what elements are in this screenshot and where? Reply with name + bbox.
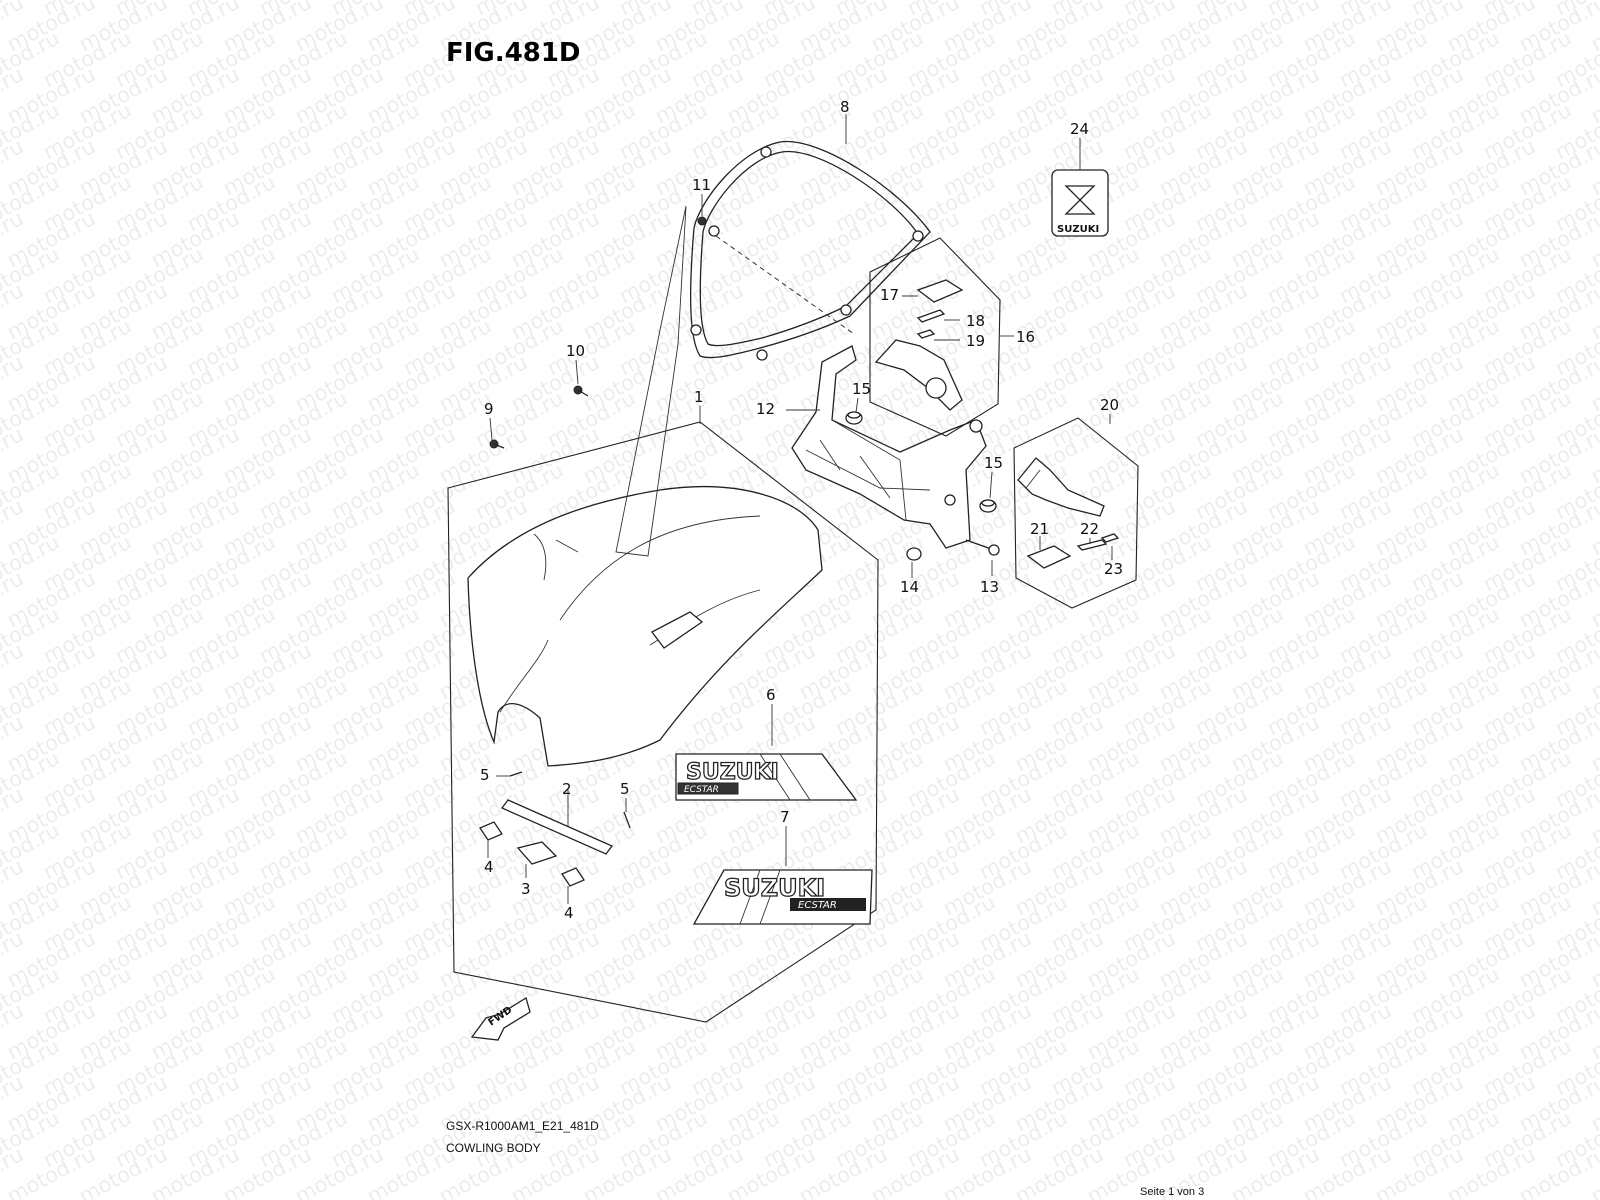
callout-21: 21: [1030, 520, 1049, 538]
callout-13: 13: [980, 578, 999, 596]
callout-5a: 5: [480, 766, 490, 784]
callout-10: 10: [566, 342, 585, 360]
callout-14: 14: [900, 578, 919, 596]
emblem-7-sub: ECSTAR: [798, 900, 837, 911]
callout-16: 16: [1016, 328, 1035, 346]
emblem-6-sub: ECSTAR: [684, 785, 719, 795]
callout-23: 23: [1104, 560, 1123, 578]
page-indicator: Seite 1 von 3: [1140, 1186, 1204, 1198]
callout-6: 6: [766, 686, 776, 704]
nut-part-14: [906, 547, 922, 561]
emblem-part-7: SUZUKI ECSTAR: [692, 869, 873, 925]
callout-18: 18: [966, 312, 985, 330]
callout-11: 11: [692, 176, 711, 194]
callout-12: 12: [756, 400, 775, 418]
callout-22: 22: [1080, 520, 1099, 538]
callout-24: 24: [1070, 120, 1089, 138]
emblem-6-brand: SUZUKI: [686, 760, 779, 785]
callout-17: 17: [880, 286, 899, 304]
callout-20: 20: [1100, 396, 1119, 414]
callout-9: 9: [484, 400, 494, 418]
emblem-7-brand: SUZUKI: [724, 874, 825, 902]
screw-part-11: [697, 216, 707, 226]
callout-7: 7: [780, 808, 790, 826]
callout-5b: 5: [620, 780, 630, 798]
grommet-part-15a: [845, 411, 863, 425]
callout-3: 3: [521, 880, 531, 898]
callout-4a: 4: [484, 858, 494, 876]
callout-1: 1: [694, 388, 704, 406]
figure-title: FIG.481D: [446, 38, 581, 68]
callout-15b: 15: [984, 454, 1003, 472]
model-code: GSX-R1000AM1_E21_481D: [446, 1119, 599, 1133]
callout-8: 8: [840, 98, 850, 116]
emblem-24-brand: SUZUKI: [1057, 224, 1099, 235]
callout-19: 19: [966, 332, 985, 350]
callout-2: 2: [562, 780, 572, 798]
stay-bracket-part: [791, 345, 987, 549]
section-name: COWLING BODY: [446, 1141, 541, 1155]
callout-4b: 4: [564, 904, 574, 922]
grommet-part-15b: [979, 499, 997, 513]
emblem-part-24: SUZUKI: [1051, 169, 1109, 237]
callout-15a: 15: [852, 380, 871, 398]
